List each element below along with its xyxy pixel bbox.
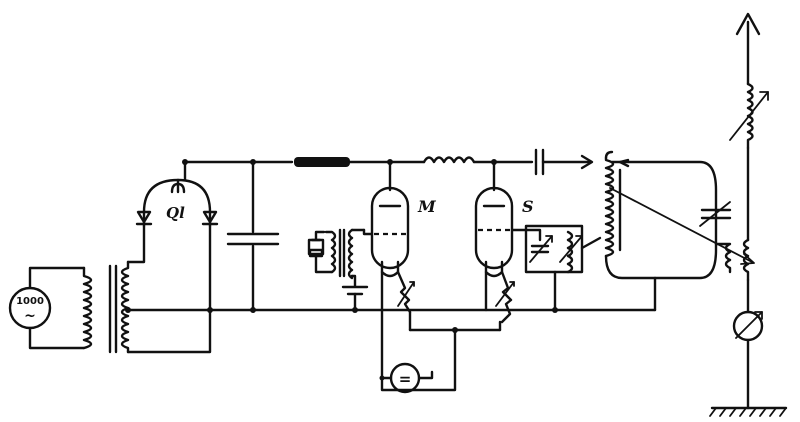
modulator-tube: M [370, 160, 437, 380]
ground-symbol [709, 406, 788, 417]
dc-generator-symbol: = [399, 370, 412, 388]
grid-tank-circuit [524, 224, 602, 312]
return-bus [126, 276, 657, 313]
antenna-ammeter [732, 310, 764, 410]
dc-generator: = [379, 327, 502, 394]
power-transformer [82, 224, 212, 354]
modulator-label: M [417, 197, 437, 216]
microphone-transformer [307, 228, 374, 312]
oscillator-tube: S [474, 160, 534, 332]
rectifier-tube: Ql [135, 178, 219, 228]
alternator-label: 1000 [16, 296, 44, 307]
alternator-ac-symbol: ~ [24, 308, 36, 324]
iron-core-choke [294, 157, 350, 167]
alternator: 1000 ~ [8, 266, 86, 350]
antenna [729, 12, 769, 242]
output-coupling-coil [604, 150, 755, 280]
rectifier-label: Ql [166, 204, 185, 222]
air-choke [422, 156, 476, 164]
antenna-coupling-transformer [714, 238, 750, 314]
filter-capacitor [226, 160, 280, 312]
high-voltage-bus [182, 148, 594, 182]
oscillator-label: S [522, 197, 534, 216]
